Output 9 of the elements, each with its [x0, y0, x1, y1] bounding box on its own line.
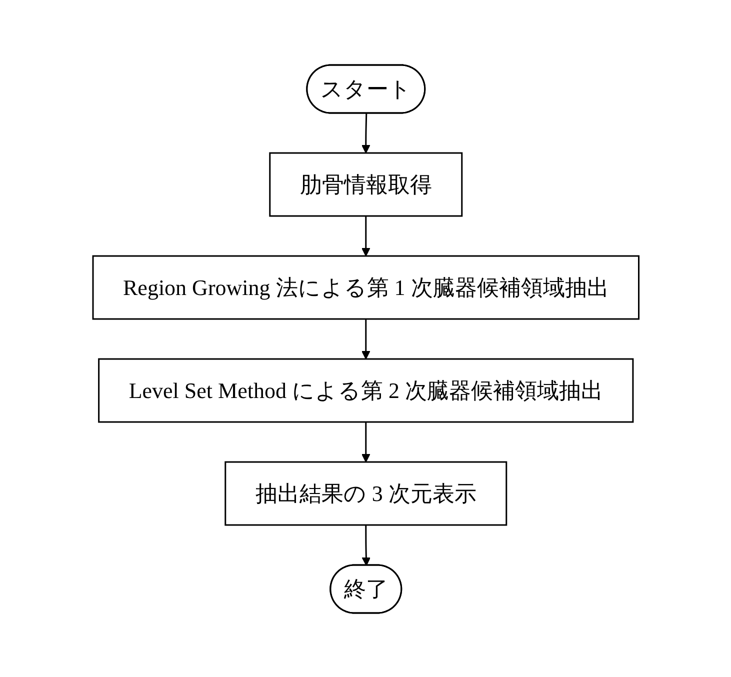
- arrow: [361, 524, 370, 566]
- arrow: [361, 422, 370, 462]
- arrow: [361, 318, 370, 359]
- arrow: [361, 216, 370, 256]
- node-box: Level Set Method による第 2 次臓器候補領域抽出: [98, 358, 634, 422]
- node-box: 肋骨情報取得: [268, 152, 462, 216]
- node-box: 抽出結果の 3 次元表示: [224, 460, 507, 526]
- node-box: Region Growing 法による第 1 次臓器候補領域抽出: [92, 254, 640, 320]
- arrow: [361, 112, 370, 153]
